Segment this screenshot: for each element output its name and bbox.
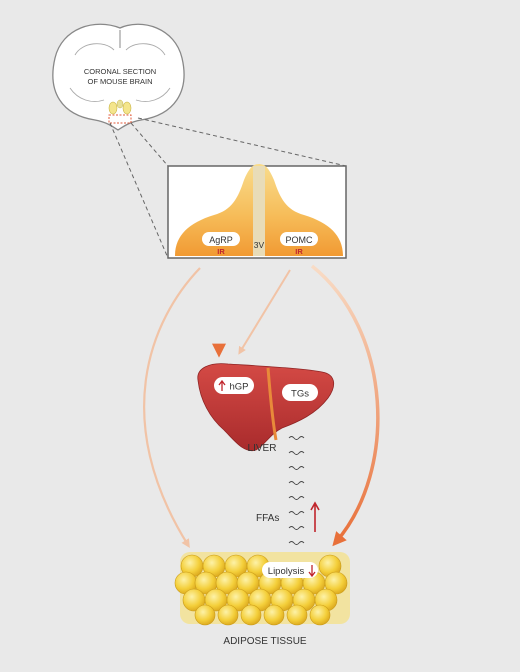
signal-arrows: [143, 264, 380, 548]
ffa-wave-column: [288, 436, 305, 545]
arrow-pomc-to-liver: [238, 269, 291, 355]
fat-cell: [286, 604, 308, 626]
fat-cell: [194, 604, 216, 626]
hypothalamus-inset: AgRP POMC IR IR 3V: [167, 164, 347, 259]
agrp-nucleus: [202, 232, 240, 246]
decrease-arrow-icon: [308, 565, 316, 578]
lipolysis-badge: Lipolysis: [262, 562, 318, 578]
lipolysis-label: Lipolysis: [268, 566, 305, 577]
liver-organ: hGP TGs LIVER: [197, 363, 335, 454]
adipose-tissue: Lipolysis ADIPOSE TISSUE: [174, 552, 350, 647]
agrp-label: AgRP: [209, 235, 233, 245]
zoom-guide-lines: [109, 117, 347, 259]
adipose-label: ADIPOSE TISSUE: [223, 636, 307, 647]
increase-arrow-icon: [218, 379, 226, 391]
brain-caption-line2: OF MOUSE BRAIN: [87, 77, 152, 86]
ffas-label: FFAs: [256, 513, 279, 524]
arrow-pomc-to-adipose: [310, 264, 380, 547]
third-ventricle-label: 3V: [254, 240, 265, 250]
pomc-label: POMC: [286, 235, 314, 245]
fat-cell: [263, 604, 285, 626]
liver-label: LIVER: [248, 443, 277, 454]
arrow-agrp-to-adipose: [143, 267, 201, 548]
pomc-nucleus: [280, 232, 318, 246]
agrp-ir-label: IR: [217, 247, 225, 256]
hgp-label: hGP: [229, 382, 248, 393]
ffa-increase-arrow-icon: [310, 501, 320, 532]
fat-cell: [240, 604, 262, 626]
fat-cell: [217, 604, 239, 626]
tgs-label: TGs: [291, 389, 309, 400]
brain-caption-line1: CORONAL SECTION: [84, 67, 156, 76]
fat-cell: [309, 604, 331, 626]
pomc-ir-label: IR: [295, 247, 303, 256]
tgs-badge: TGs: [282, 384, 318, 401]
fat-cell-cluster: [174, 554, 348, 626]
fat-cell: [324, 571, 348, 595]
mouse-brain-section: CORONAL SECTION OF MOUSE BRAIN: [52, 23, 185, 131]
hgp-badge: hGP: [214, 377, 254, 394]
